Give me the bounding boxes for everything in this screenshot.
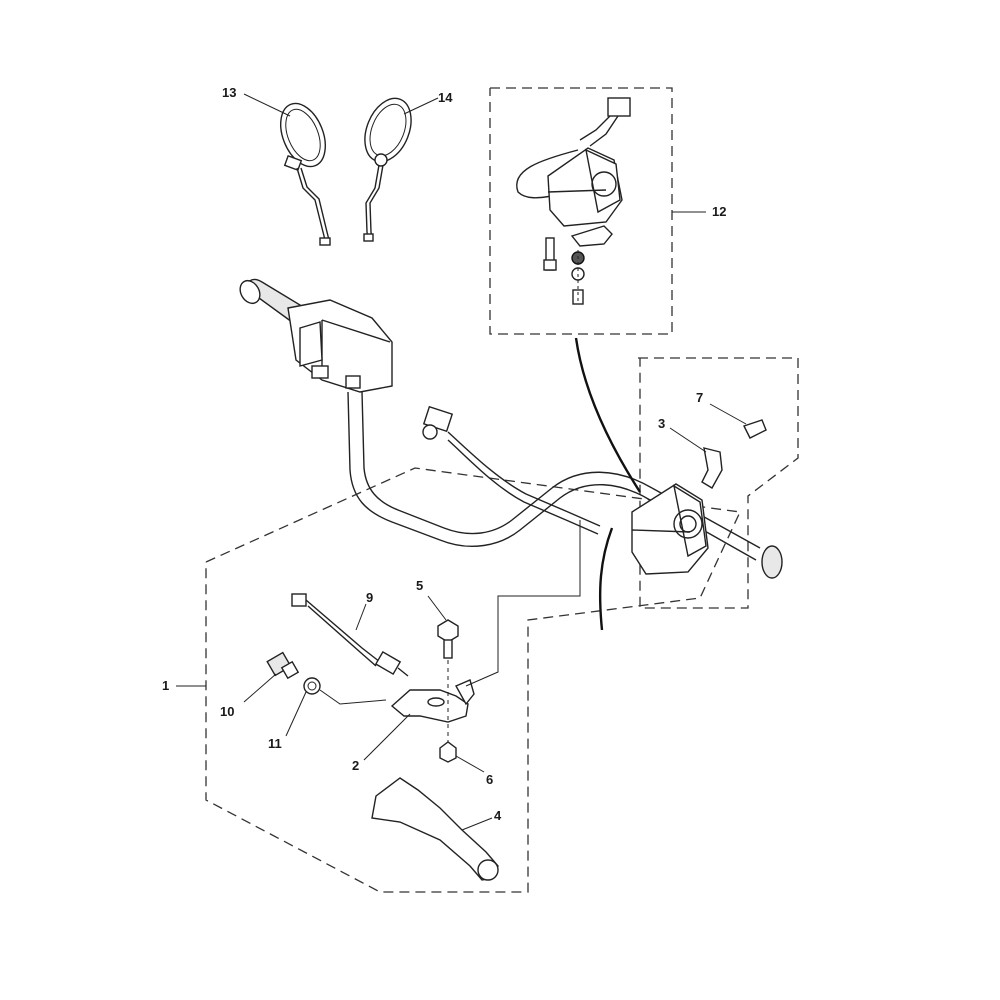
callout-11: 11 <box>268 736 282 751</box>
switch-cable <box>574 337 642 493</box>
callout-12: 12 <box>712 204 726 219</box>
callout-1: 1 <box>162 678 169 693</box>
callout-7: 7 <box>696 390 703 405</box>
callout-10: 10 <box>220 704 234 719</box>
right-switch-unit <box>516 97 631 305</box>
nut-6 <box>439 741 457 763</box>
locknut-11 <box>303 677 321 695</box>
callout-9: 9 <box>366 590 373 605</box>
wiring-harness <box>422 405 601 535</box>
right-switch-on-bar <box>631 419 783 579</box>
group-box-7-3 <box>638 357 799 609</box>
adjuster-10 <box>266 651 300 680</box>
group-box-12 <box>489 87 673 335</box>
lever-bracket <box>390 679 475 723</box>
left-switch-assembly <box>239 278 393 393</box>
callout-13: 13 <box>222 85 236 100</box>
callout-6: 6 <box>486 772 493 787</box>
bolt-5 <box>437 619 459 659</box>
callout-4: 4 <box>494 808 502 823</box>
clutch-cable-switch <box>291 593 409 677</box>
mirror-left <box>280 102 331 246</box>
group-box-1 <box>205 467 741 893</box>
callout-5: 5 <box>416 578 423 593</box>
callout-2: 2 <box>352 758 359 773</box>
leader-lines <box>176 93 747 831</box>
clutch-lever <box>371 777 499 881</box>
callout-3: 3 <box>658 416 665 431</box>
mirror-right <box>363 97 412 242</box>
switch-cable-lower <box>598 527 614 631</box>
callout-14: 14 <box>438 90 453 105</box>
